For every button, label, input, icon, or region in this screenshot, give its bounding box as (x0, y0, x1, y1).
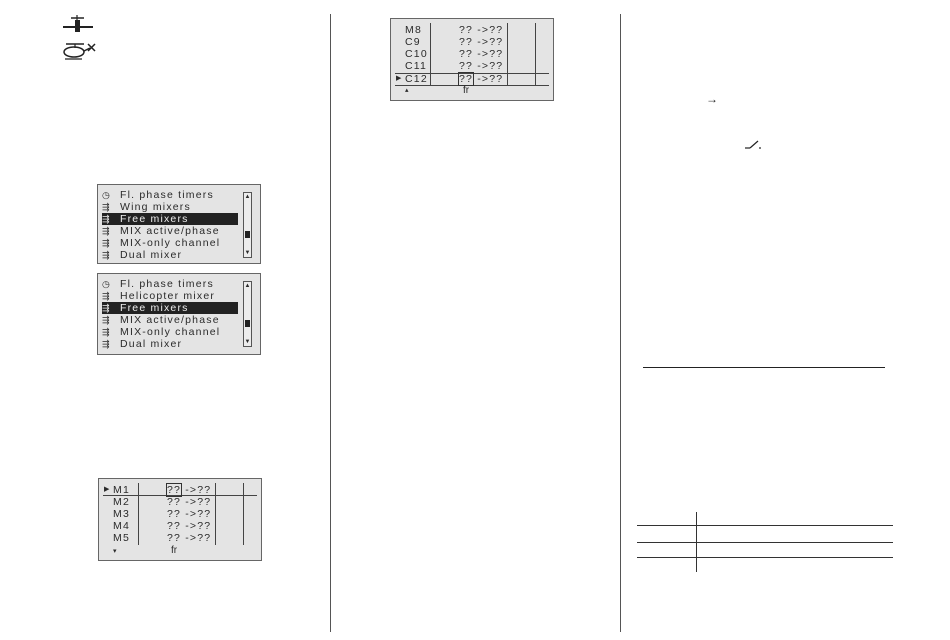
arrow-right-icon: → (706, 92, 718, 106)
menu-item-mix-only-channel[interactable]: ⇶MIX-only channel (102, 237, 221, 249)
helicopter-icon (63, 43, 96, 60)
menu-item-phase-timers[interactable]: ◷Fl. phase timers (102, 189, 214, 201)
free-mixer-list-2: M8 ?? ->?? C9 ?? ->?? C10 ?? ->?? C11 ??… (390, 18, 554, 101)
free-mixer-list-1: ▶ M1 ?? ->?? M2 ?? ->?? M3 ?? ->?? M4 ??… (98, 478, 262, 561)
table-rule (637, 542, 893, 543)
scroll-down-icon[interactable]: ▾ (113, 548, 117, 555)
scroll-thumb[interactable] (245, 320, 250, 327)
menu-item-helicopter-mixer[interactable]: ⇶Helicopter mixer (102, 290, 216, 302)
mixer-row-m3[interactable]: M3 ?? ->?? (113, 508, 212, 520)
scroll-up-icon[interactable]: ▲ (244, 283, 251, 289)
mixer-row-m1[interactable]: ▶ M1 ?? ->?? (104, 483, 212, 497)
menu-item-phase-timers[interactable]: ◷Fl. phase timers (102, 278, 214, 290)
clock-icon: ◷ (102, 279, 110, 289)
scroll-up-icon[interactable]: ▲ (244, 194, 251, 200)
column-divider (535, 23, 536, 85)
airplane-icon (63, 15, 93, 32)
fr-label: fr (463, 85, 470, 96)
row-divider (395, 85, 549, 86)
scroll-thumb[interactable] (245, 231, 250, 238)
column-divider (507, 23, 508, 85)
scroll-up-icon[interactable]: ▴ (405, 87, 409, 94)
mixer-row-m2[interactable]: M2 ?? ->?? (113, 496, 212, 508)
menu-panel-helicopter: ◷Fl. phase timers ⇶Helicopter mixer ⇶Fre… (97, 273, 261, 355)
mixer-row-c10[interactable]: C10 ?? ->?? (405, 48, 504, 60)
mixer-row-m4[interactable]: M4 ?? ->?? (113, 520, 212, 532)
menu-item-mix-active-phase[interactable]: ⇶MIX active/phase (102, 314, 220, 326)
mixer-icon: ⇶ (102, 250, 110, 260)
row-cursor-icon: ▶ (104, 486, 110, 493)
column-divider (430, 23, 431, 85)
menu-item-free-mixers[interactable]: ⇶Free mixers (102, 213, 238, 225)
table-column-divider (696, 512, 697, 572)
menu-item-wing-mixers[interactable]: ⇶Wing mixers (102, 201, 191, 213)
mixer-row-c12[interactable]: ▶ C12 ?? ->?? (396, 72, 504, 86)
column-divider (620, 14, 621, 632)
column-divider (243, 483, 244, 545)
row-cursor-icon: ▶ (396, 75, 402, 82)
column-divider (138, 483, 139, 545)
mixer-row-c11[interactable]: C11 ?? ->?? (405, 60, 504, 72)
column-divider (215, 483, 216, 545)
column-divider (330, 14, 331, 632)
mixer-row-m8[interactable]: M8 ?? ->?? (405, 24, 504, 36)
menu-item-mix-only-channel[interactable]: ⇶MIX-only channel (102, 326, 221, 338)
menu-panel-fixed-wing: ◷Fl. phase timers ⇶Wing mixers ⇶Free mix… (97, 184, 261, 264)
fr-label: fr (171, 545, 178, 556)
mixer-icon: ⇶ (102, 226, 110, 236)
mixer-icon: ⇶ (102, 315, 110, 325)
scroll-down-icon[interactable]: ▼ (244, 339, 251, 345)
switch-icon (745, 140, 761, 149)
mixer-icon: ⇶ (102, 327, 110, 337)
mixer-icon: ⇶ (102, 303, 110, 313)
mixer-input-field[interactable]: ?? (457, 72, 475, 86)
mixer-icon: ⇶ (102, 214, 110, 224)
menu-item-dual-mixer[interactable]: ⇶Dual mixer (102, 249, 183, 261)
scroll-down-icon[interactable]: ▼ (244, 250, 251, 256)
menu-item-dual-mixer[interactable]: ⇶Dual mixer (102, 338, 183, 350)
mixer-icon: ⇶ (102, 291, 110, 301)
section-rule (643, 367, 885, 368)
menu-item-free-mixers[interactable]: ⇶Free mixers (102, 302, 238, 314)
scrollbar[interactable]: ▲ ▼ (243, 192, 252, 258)
mixer-icon: ⇶ (102, 202, 110, 212)
mixer-icon: ⇶ (102, 238, 110, 248)
table-rule (637, 525, 893, 526)
table-rule (637, 557, 893, 558)
mixer-row-m5[interactable]: M5 ?? ->?? (113, 532, 212, 544)
row-divider (103, 495, 257, 496)
mixer-icon: ⇶ (102, 339, 110, 349)
mixer-input-field[interactable]: ?? (165, 483, 183, 497)
clock-icon: ◷ (102, 190, 110, 200)
mixer-row-c9[interactable]: C9 ?? ->?? (405, 36, 504, 48)
row-divider (395, 73, 549, 74)
scrollbar[interactable]: ▲ ▼ (243, 281, 252, 347)
menu-item-mix-active-phase[interactable]: ⇶MIX active/phase (102, 225, 220, 237)
